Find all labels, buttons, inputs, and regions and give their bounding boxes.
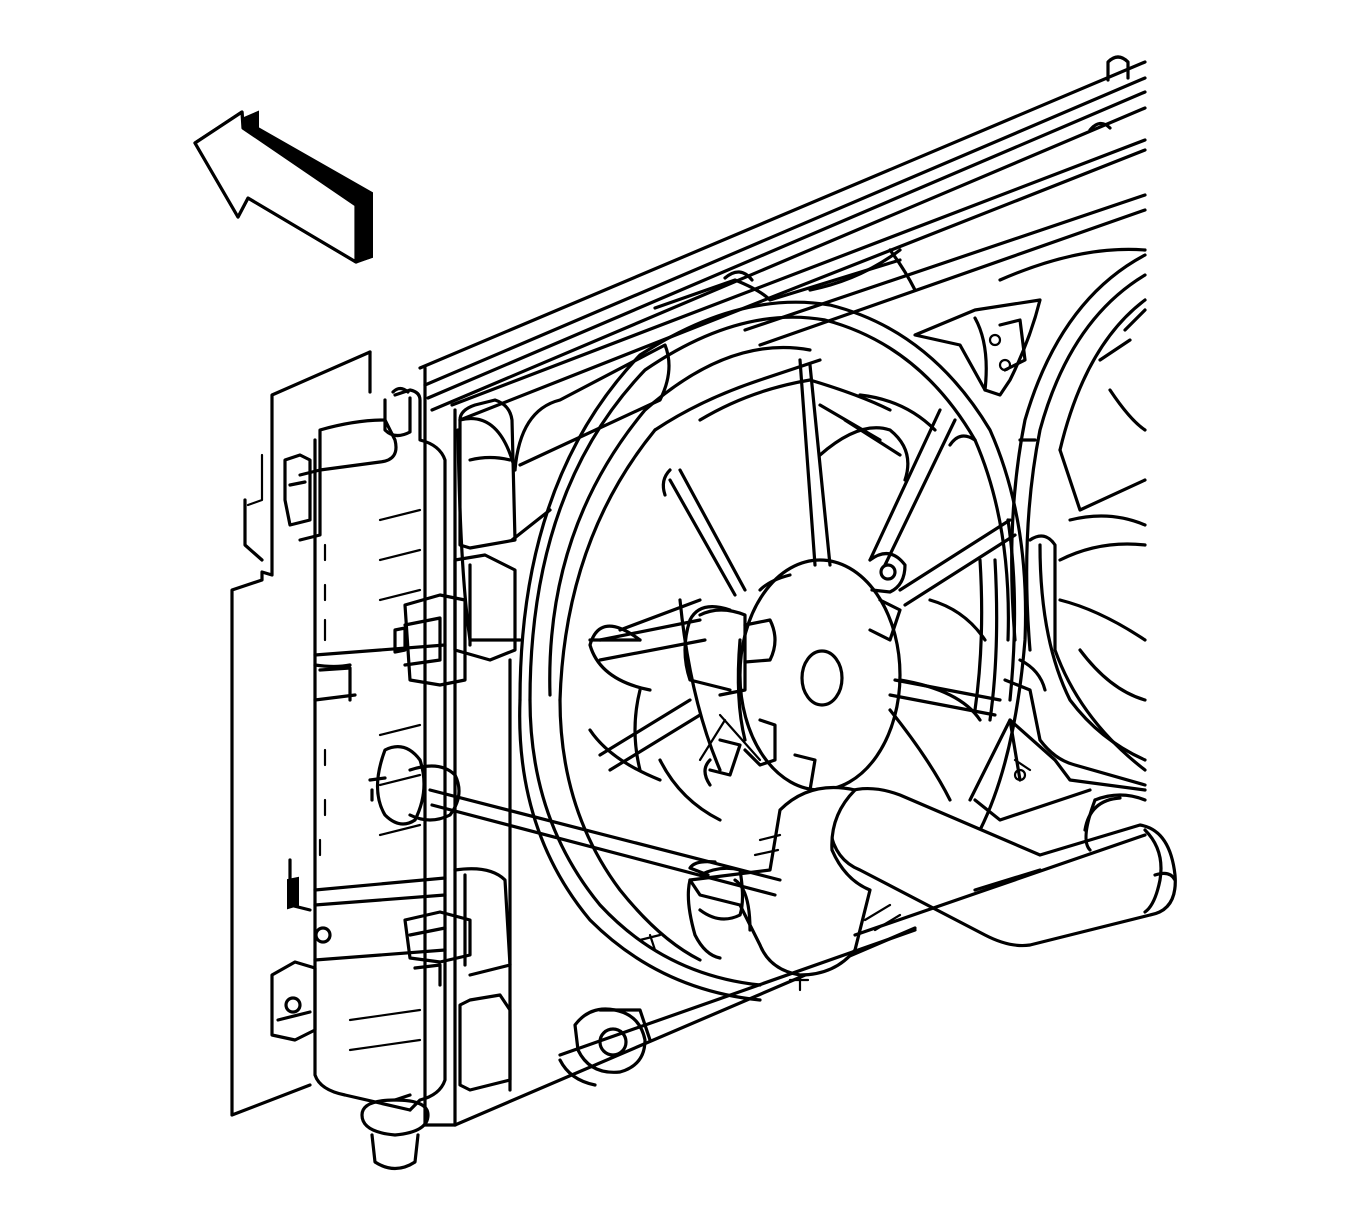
left-fan-blades (588, 358, 987, 822)
mid-clip-bracket (393, 553, 517, 687)
lower-left-mount (270, 960, 317, 1042)
left-fan-ring (518, 300, 1028, 1002)
right-fan-ring (1010, 253, 1147, 772)
radiator-hose (828, 786, 1177, 948)
lower-clip-bracket (403, 867, 512, 987)
fan-spokes (598, 358, 1017, 772)
left-mounting-panel (230, 350, 372, 1117)
drain-plug (360, 1093, 430, 1171)
fan-shroud (423, 193, 1147, 1127)
upper-tank-clip (283, 453, 322, 542)
lower-outlet-fitting (558, 1007, 647, 1087)
upper-frame-rail (418, 55, 1147, 422)
right-upper-bracket (913, 298, 1042, 397)
overflow-tube (368, 745, 782, 952)
side-tank (287, 386, 447, 1112)
lower-shroud-pad (458, 993, 652, 1092)
direction-arrow-icon (193, 110, 373, 264)
shroud-lower-edge (558, 798, 1147, 1057)
fan-motor-hub (683, 552, 907, 792)
right-lower-bracket (968, 678, 1147, 822)
upper-shroud-pad (458, 398, 552, 550)
